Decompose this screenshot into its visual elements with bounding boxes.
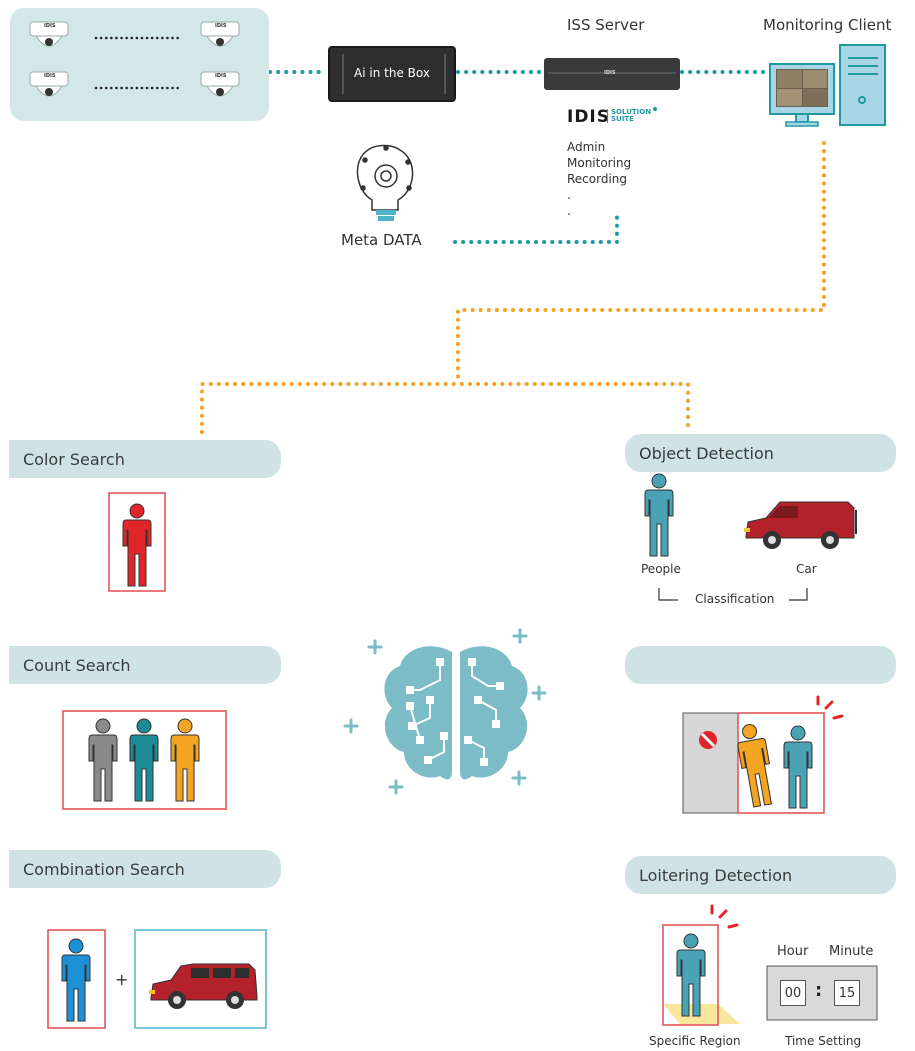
hour-value-box: 00 <box>780 980 806 1006</box>
color-search-title: Color Search <box>9 440 281 478</box>
count-search-title: Count Search <box>9 646 281 684</box>
car-label: Car <box>796 562 817 576</box>
server-functions-list: Admin Monitoring Recording . . <box>567 139 631 219</box>
server-brand: IDIS <box>604 70 616 76</box>
server-function-monitoring: Monitoring <box>567 156 632 170</box>
time-setting-label: Time Setting <box>785 1034 862 1048</box>
camera-brand: IDIS <box>215 73 227 79</box>
iss-server-device: IDIS <box>544 58 680 90</box>
ai-in-the-box-label: Ai in the Box <box>354 66 430 80</box>
time-separator: : <box>815 980 823 1001</box>
loitering-detection-title: Loitering Detection <box>625 856 896 894</box>
classification-label: Classification <box>695 592 775 606</box>
hour-label: Hour <box>777 944 809 959</box>
camera-brand: IDIS <box>44 73 56 79</box>
server-function-recording: Recording <box>567 172 628 186</box>
ai-in-the-box-device: Ai in the Box <box>328 46 456 102</box>
camera-brand: IDIS <box>215 23 227 29</box>
intrusion-detection-title <box>625 646 896 684</box>
iss-server-label: ISS Server <box>567 16 645 34</box>
server-function-more: . <box>567 188 571 202</box>
server-function-more: . <box>567 204 571 218</box>
minute-label: Minute <box>829 944 874 959</box>
combination-search-title: Combination Search <box>9 850 281 888</box>
specific-region-label: Specific Region <box>649 1034 741 1048</box>
monitoring-client-label: Monitoring Client <box>763 16 892 34</box>
combination-plus: + <box>115 970 129 989</box>
object-detection-title: Object Detection <box>625 434 896 472</box>
idis-solution-suite-logo: IDIS SOLUTION SUITE <box>567 107 667 131</box>
idis-logo-text: IDIS <box>567 107 611 127</box>
server-function-admin: Admin <box>567 140 606 154</box>
solution-suite-text: SOLUTION SUITE <box>607 109 651 123</box>
meta-data-label: Meta DATA <box>341 231 422 249</box>
camera-brand: IDIS <box>44 23 56 29</box>
people-label: People <box>641 562 681 576</box>
minute-value-box: 15 <box>834 980 860 1006</box>
